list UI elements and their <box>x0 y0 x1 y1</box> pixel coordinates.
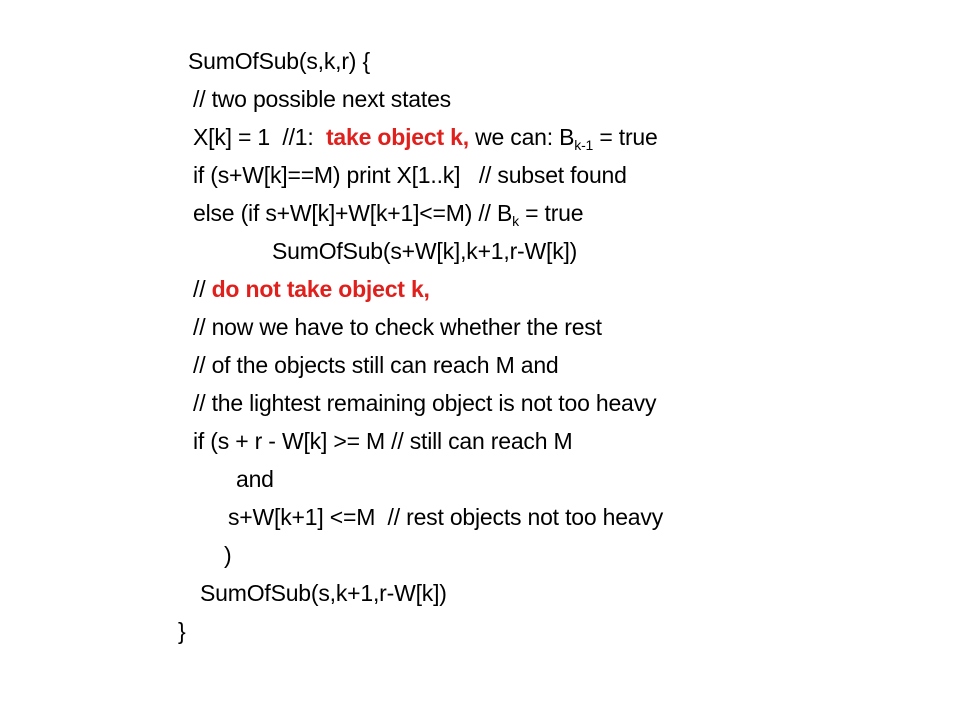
code-text: SumOfSub(s,k,r) { <box>188 48 370 74</box>
code-line-recursive-call-skip: SumOfSub(s,k+1,r-W[k]) <box>200 578 447 608</box>
code-line-comment-check-rest: // now we have to check whether the rest <box>193 312 602 342</box>
code-line-not-too-heavy: s+W[k+1] <=M // rest objects not too hea… <box>228 502 663 532</box>
code-text: = true <box>593 124 658 150</box>
subscript: k <box>512 213 519 229</box>
code-text: if (s + r - W[k] >= M // still can reach… <box>193 428 573 454</box>
code-line-else-branch: else (if s+W[k]+W[k+1]<=M) // Bk = true <box>193 198 584 229</box>
code-line-subset-found: if (s+W[k]==M) print X[1..k] // subset f… <box>193 160 627 190</box>
code-text: // now we have to check whether the rest <box>193 314 602 340</box>
code-text: // two possible next states <box>193 86 451 112</box>
code-line-comment-next-states: // two possible next states <box>193 84 451 114</box>
code-line-do-not-take: // do not take object k, <box>193 274 430 304</box>
code-line-closing-brace: } <box>178 616 186 646</box>
code-text: X[k] = 1 //1: <box>193 124 326 150</box>
code-text: s+W[k+1] <=M // rest objects not too hea… <box>228 504 664 530</box>
code-text: // <box>193 276 212 302</box>
code-line-and: and <box>236 464 274 494</box>
code-text: // the lightest remaining object is not … <box>193 390 657 416</box>
code-text: } <box>178 618 186 644</box>
code-line-recursive-call-take: SumOfSub(s+W[k],k+1,r-W[k]) <box>272 236 577 266</box>
subscript: k-1 <box>574 137 594 153</box>
highlight-do-not-take: do not take object k, <box>211 276 430 302</box>
code-text: // of the objects still can reach M and <box>193 352 559 378</box>
highlight-take-object: take object k, <box>325 124 469 150</box>
code-line-function-header: SumOfSub(s,k,r) { <box>188 46 370 76</box>
code-text: SumOfSub(s,k+1,r-W[k]) <box>200 580 447 606</box>
code-text: SumOfSub(s+W[k],k+1,r-W[k]) <box>272 238 578 264</box>
code-line-take-object: X[k] = 1 //1: take object k, we can: Bk-… <box>193 122 658 152</box>
code-text: else (if s+W[k]+W[k+1]<=M) // B <box>193 200 513 226</box>
code-text: if (s+W[k]==M) print X[1..k] // subset f… <box>193 162 627 188</box>
code-line-comment-reach-m: // of the objects still can reach M and <box>193 350 559 380</box>
code-text: and <box>236 466 274 492</box>
code-text: = true <box>518 200 584 226</box>
code-line-close-paren: ) <box>224 540 232 570</box>
code-text: we can: B <box>468 124 575 150</box>
code-text: ) <box>224 542 232 568</box>
code-line-if-reach-m: if (s + r - W[k] >= M // still can reach… <box>193 426 573 456</box>
code-line-comment-lightest: // the lightest remaining object is not … <box>193 388 656 418</box>
